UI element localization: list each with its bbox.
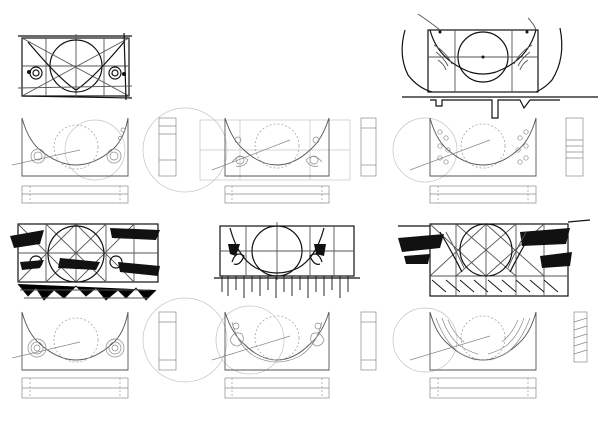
clean-drawing-r4-c2 [211,311,377,399]
sketch-top-left [17,32,133,101]
clean-drawing-r4-c1 [11,311,177,399]
guide-circles [64,107,458,383]
sketch-r3-c2 [214,222,360,298]
sketch-r3-c3 [398,219,591,297]
clean-drawing-r2-c1 [11,117,177,204]
sketch-top-right [401,13,598,119]
clean-drawing-r2-c3 [409,117,584,204]
clean-drawing-r4-c3 [409,311,588,399]
sketch-r3-c1 [10,223,160,301]
clean-drawing-r2-c2 [199,117,377,204]
